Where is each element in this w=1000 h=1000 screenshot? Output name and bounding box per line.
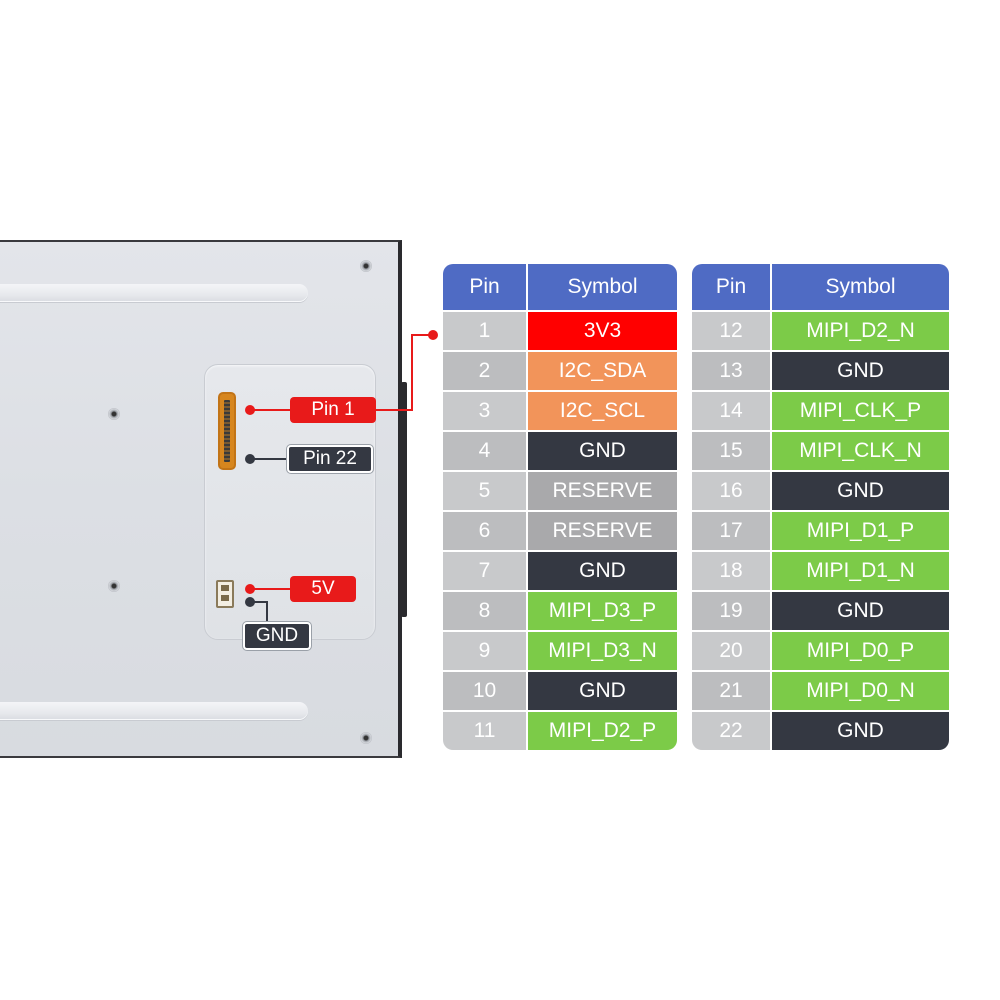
v5-leader bbox=[250, 588, 290, 590]
pin-number-cell: 12 bbox=[692, 312, 772, 352]
pin1-leader bbox=[250, 409, 290, 411]
pin-symbol-cell: I2C_SDA bbox=[528, 352, 677, 392]
pin22-label: Pin 22 bbox=[287, 445, 373, 473]
pin-number-cell: 7 bbox=[443, 552, 528, 592]
pin-symbol-cell: MIPI_CLK_P bbox=[772, 392, 949, 432]
pin-number-cell: 1 bbox=[443, 312, 528, 352]
pin-number-cell: 6 bbox=[443, 512, 528, 552]
pin-number-cell: 10 bbox=[443, 672, 528, 712]
pin-symbol-cell: GND bbox=[528, 432, 677, 472]
pin-number-cell: 21 bbox=[692, 672, 772, 712]
pin-symbol-cell: I2C_SCL bbox=[528, 392, 677, 432]
pin-number-cell: 16 bbox=[692, 472, 772, 512]
pin22-leader bbox=[250, 458, 288, 460]
pin-symbol-cell: MIPI_D2_N bbox=[772, 312, 949, 352]
pin-column-header: Pin bbox=[443, 264, 528, 312]
pin-symbol-cell: MIPI_D2_P bbox=[528, 712, 677, 750]
v5-label: 5V bbox=[290, 576, 356, 602]
display-panel-back bbox=[0, 240, 407, 758]
pin1-label: Pin 1 bbox=[290, 397, 376, 423]
symbol-column-header: Symbol bbox=[528, 264, 677, 312]
pin-number-cell: 15 bbox=[692, 432, 772, 472]
pin-symbol-cell: MIPI_CLK_N bbox=[772, 432, 949, 472]
gnd-leader-down bbox=[266, 602, 268, 622]
pin-symbol-cell: RESERVE bbox=[528, 472, 677, 512]
screw-icon bbox=[108, 580, 120, 592]
pin-number-cell: 17 bbox=[692, 512, 772, 552]
pin-symbol-cell: MIPI_D3_P bbox=[528, 592, 677, 632]
pin-symbol-cell: GND bbox=[772, 352, 949, 392]
panel-side-edge bbox=[401, 382, 407, 617]
gnd-leader bbox=[250, 601, 268, 603]
pin-number-cell: 19 bbox=[692, 592, 772, 632]
pin-number-cell: 22 bbox=[692, 712, 772, 750]
power-connector bbox=[216, 580, 234, 608]
screw-icon bbox=[360, 732, 372, 744]
pin-number-cell: 11 bbox=[443, 712, 528, 750]
pin-symbol-cell: MIPI_D1_N bbox=[772, 552, 949, 592]
table-header-row: Pin Symbol bbox=[443, 264, 677, 312]
screw-icon bbox=[108, 408, 120, 420]
pin-number-cell: 5 bbox=[443, 472, 528, 512]
pin-symbol-cell: MIPI_D0_N bbox=[772, 672, 949, 712]
pin-number-cell: 8 bbox=[443, 592, 528, 632]
table-header-row: Pin Symbol bbox=[692, 264, 949, 312]
panel-rail-top bbox=[0, 284, 308, 302]
panel-rail-bottom bbox=[0, 702, 308, 720]
pin-symbol-cell: MIPI_D0_P bbox=[772, 632, 949, 672]
pin-symbol-cell: 3V3 bbox=[528, 312, 677, 352]
pin-number-cell: 18 bbox=[692, 552, 772, 592]
pin1-leader-right bbox=[360, 409, 412, 411]
pin1-leader-up bbox=[411, 334, 413, 411]
pin-symbol-cell: GND bbox=[528, 672, 677, 712]
pin-symbol-cell: GND bbox=[528, 552, 677, 592]
pin-number-cell: 4 bbox=[443, 432, 528, 472]
pin-number-cell: 9 bbox=[443, 632, 528, 672]
pin-symbol-cell: GND bbox=[772, 592, 949, 632]
pin-number-cell: 13 bbox=[692, 352, 772, 392]
pin-symbol-cell: GND bbox=[772, 472, 949, 512]
pin-number-cell: 14 bbox=[692, 392, 772, 432]
screw-icon bbox=[360, 260, 372, 272]
pin-number-cell: 2 bbox=[443, 352, 528, 392]
pin-symbol-cell: MIPI_D3_N bbox=[528, 632, 677, 672]
pin-number-cell: 3 bbox=[443, 392, 528, 432]
symbol-column-header: Symbol bbox=[772, 264, 949, 312]
pin-symbol-cell: RESERVE bbox=[528, 512, 677, 552]
pin-number-cell: 20 bbox=[692, 632, 772, 672]
gnd-label: GND bbox=[243, 622, 311, 650]
pin-symbol-cell: MIPI_D1_P bbox=[772, 512, 949, 552]
pin-symbol-cell: GND bbox=[772, 712, 949, 750]
fpc-connector bbox=[220, 394, 234, 468]
pin-column-header: Pin bbox=[692, 264, 772, 312]
pin1-leader-top bbox=[411, 334, 433, 336]
pin1-table-marker bbox=[428, 330, 438, 340]
